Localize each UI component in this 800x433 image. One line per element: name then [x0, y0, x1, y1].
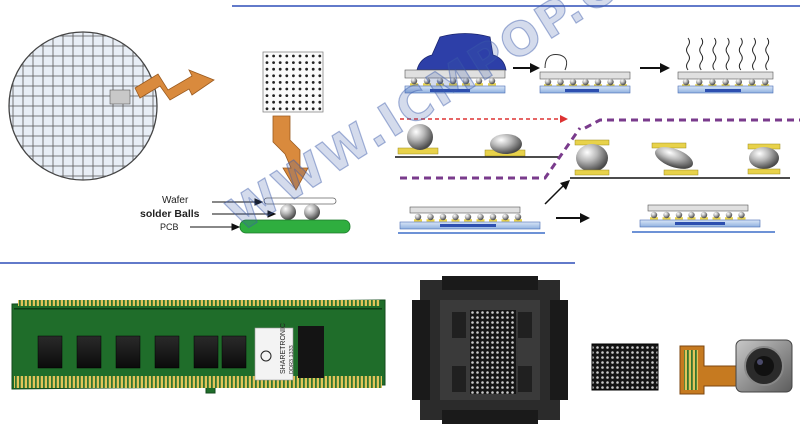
package-stage-2: [539, 54, 631, 94]
bga-socket-image: [412, 276, 568, 424]
package-stage-5: [632, 204, 775, 233]
solder-ball-icon: [570, 139, 790, 179]
zigzag-arrow-icon: [134, 69, 215, 101]
pick-nozzle-icon: [416, 33, 507, 71]
solder-balls-label: solder Balls: [140, 208, 200, 220]
dashed-purple-line: [584, 118, 800, 130]
solder-ball-icon: [395, 124, 560, 158]
pcb-label: PCB: [160, 222, 179, 232]
wafer-label: Wafer: [162, 195, 189, 206]
ram-module-image: [11, 299, 386, 394]
heat-wave-icon: [686, 37, 770, 71]
die-grid-icon: [262, 51, 324, 113]
flip-chip-side-view: [239, 197, 351, 234]
package-stage-1: [404, 69, 506, 94]
camera-module-image: [679, 339, 793, 395]
package-stage-3: [677, 71, 774, 94]
package-stage-4: [398, 206, 545, 234]
zigzag-arrow-icon: [272, 115, 309, 191]
bga-chip-image: [591, 343, 659, 391]
ram-spec-text: DDR3 1333: [289, 345, 295, 374]
ram-brand-text: SHARETRONIC: [280, 323, 287, 374]
wafer-icon: [8, 31, 158, 181]
